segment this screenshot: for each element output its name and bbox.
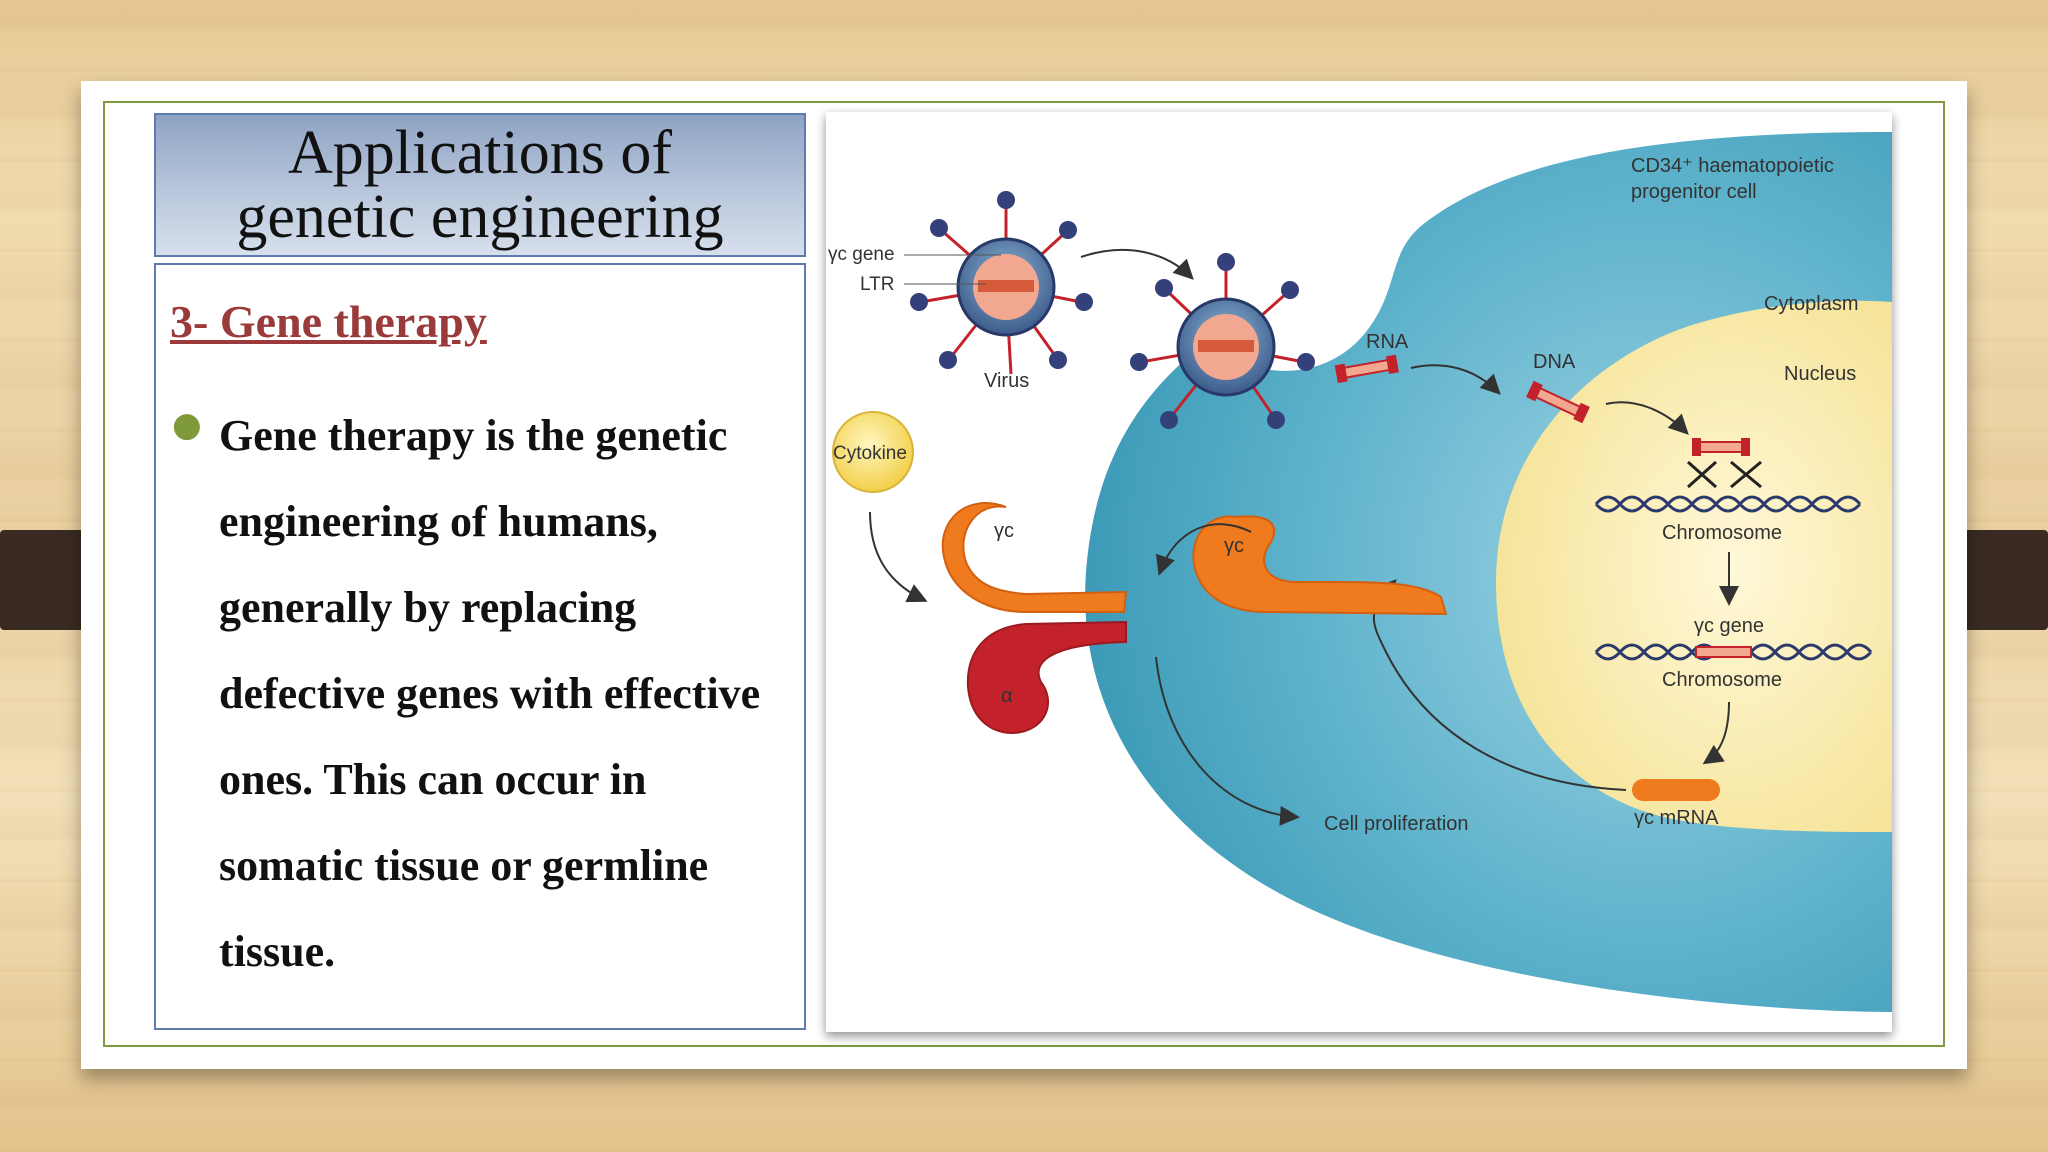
bullet-dot-icon: ● (172, 405, 202, 445)
text-box: 3- Gene therapy ● Gene therapy is the ge… (154, 263, 806, 1030)
gene-therapy-diagram: CD34⁺ haematopoietic progenitor cell Cyt… (826, 112, 1892, 1032)
gc-mrna-label: γc mRNA (1634, 807, 1719, 829)
slide-frame (103, 101, 1945, 1047)
gamma-c-receptor-chain (941, 502, 1128, 613)
chromosome-label-1: Chromosome (1662, 522, 1782, 544)
cytoplasm-label: Cytoplasm (1764, 293, 1858, 315)
slide-subtitle: 3- Gene therapy (170, 296, 487, 347)
rna-strand (1334, 354, 1399, 384)
gamma-c-label-1: γc (994, 520, 1014, 542)
diagram-svg: CD34⁺ haematopoietic progenitor cell Cyt… (828, 132, 1892, 1012)
nucleus (1496, 300, 1892, 832)
rna-label: RNA (1366, 331, 1409, 353)
dna-label: DNA (1533, 351, 1576, 373)
chromosome-label-2: Chromosome (1662, 669, 1782, 691)
gc-gene-label: γc gene (1694, 615, 1764, 637)
virus-1 (910, 191, 1093, 375)
dna-strand (1526, 380, 1590, 424)
cell-proliferation-label: Cell proliferation (1324, 813, 1469, 835)
chromosome-2 (1594, 643, 1873, 661)
virus-label: Virus (984, 370, 1029, 392)
cell-label-2: progenitor cell (1631, 181, 1757, 203)
ltr-label: LTR (860, 274, 894, 295)
gamma-c-new-chain (1192, 515, 1448, 616)
gamma-c-label-2: γc (1224, 535, 1244, 557)
chromosome-1 (1594, 495, 1862, 513)
cytokine (832, 411, 914, 493)
gc-mrna (1632, 779, 1720, 801)
nucleus-label: Nucleus (1784, 363, 1856, 385)
cell-label: CD34⁺ haematopoietic (1631, 155, 1834, 177)
title-box: Applications of genetic engineering (154, 113, 806, 257)
alpha-label: α (1001, 685, 1013, 707)
bullet-text: Gene therapy is the genetic engineering … (219, 411, 761, 976)
integration-crossover (1687, 438, 1762, 489)
gc-gene-virus-label: γc gene (828, 244, 895, 265)
virus-2 (1130, 253, 1315, 429)
slide-title: Applications of genetic engineering (236, 119, 724, 251)
alpha-receptor-chain (966, 620, 1127, 734)
cytokine-label: Cytokine (833, 443, 907, 464)
